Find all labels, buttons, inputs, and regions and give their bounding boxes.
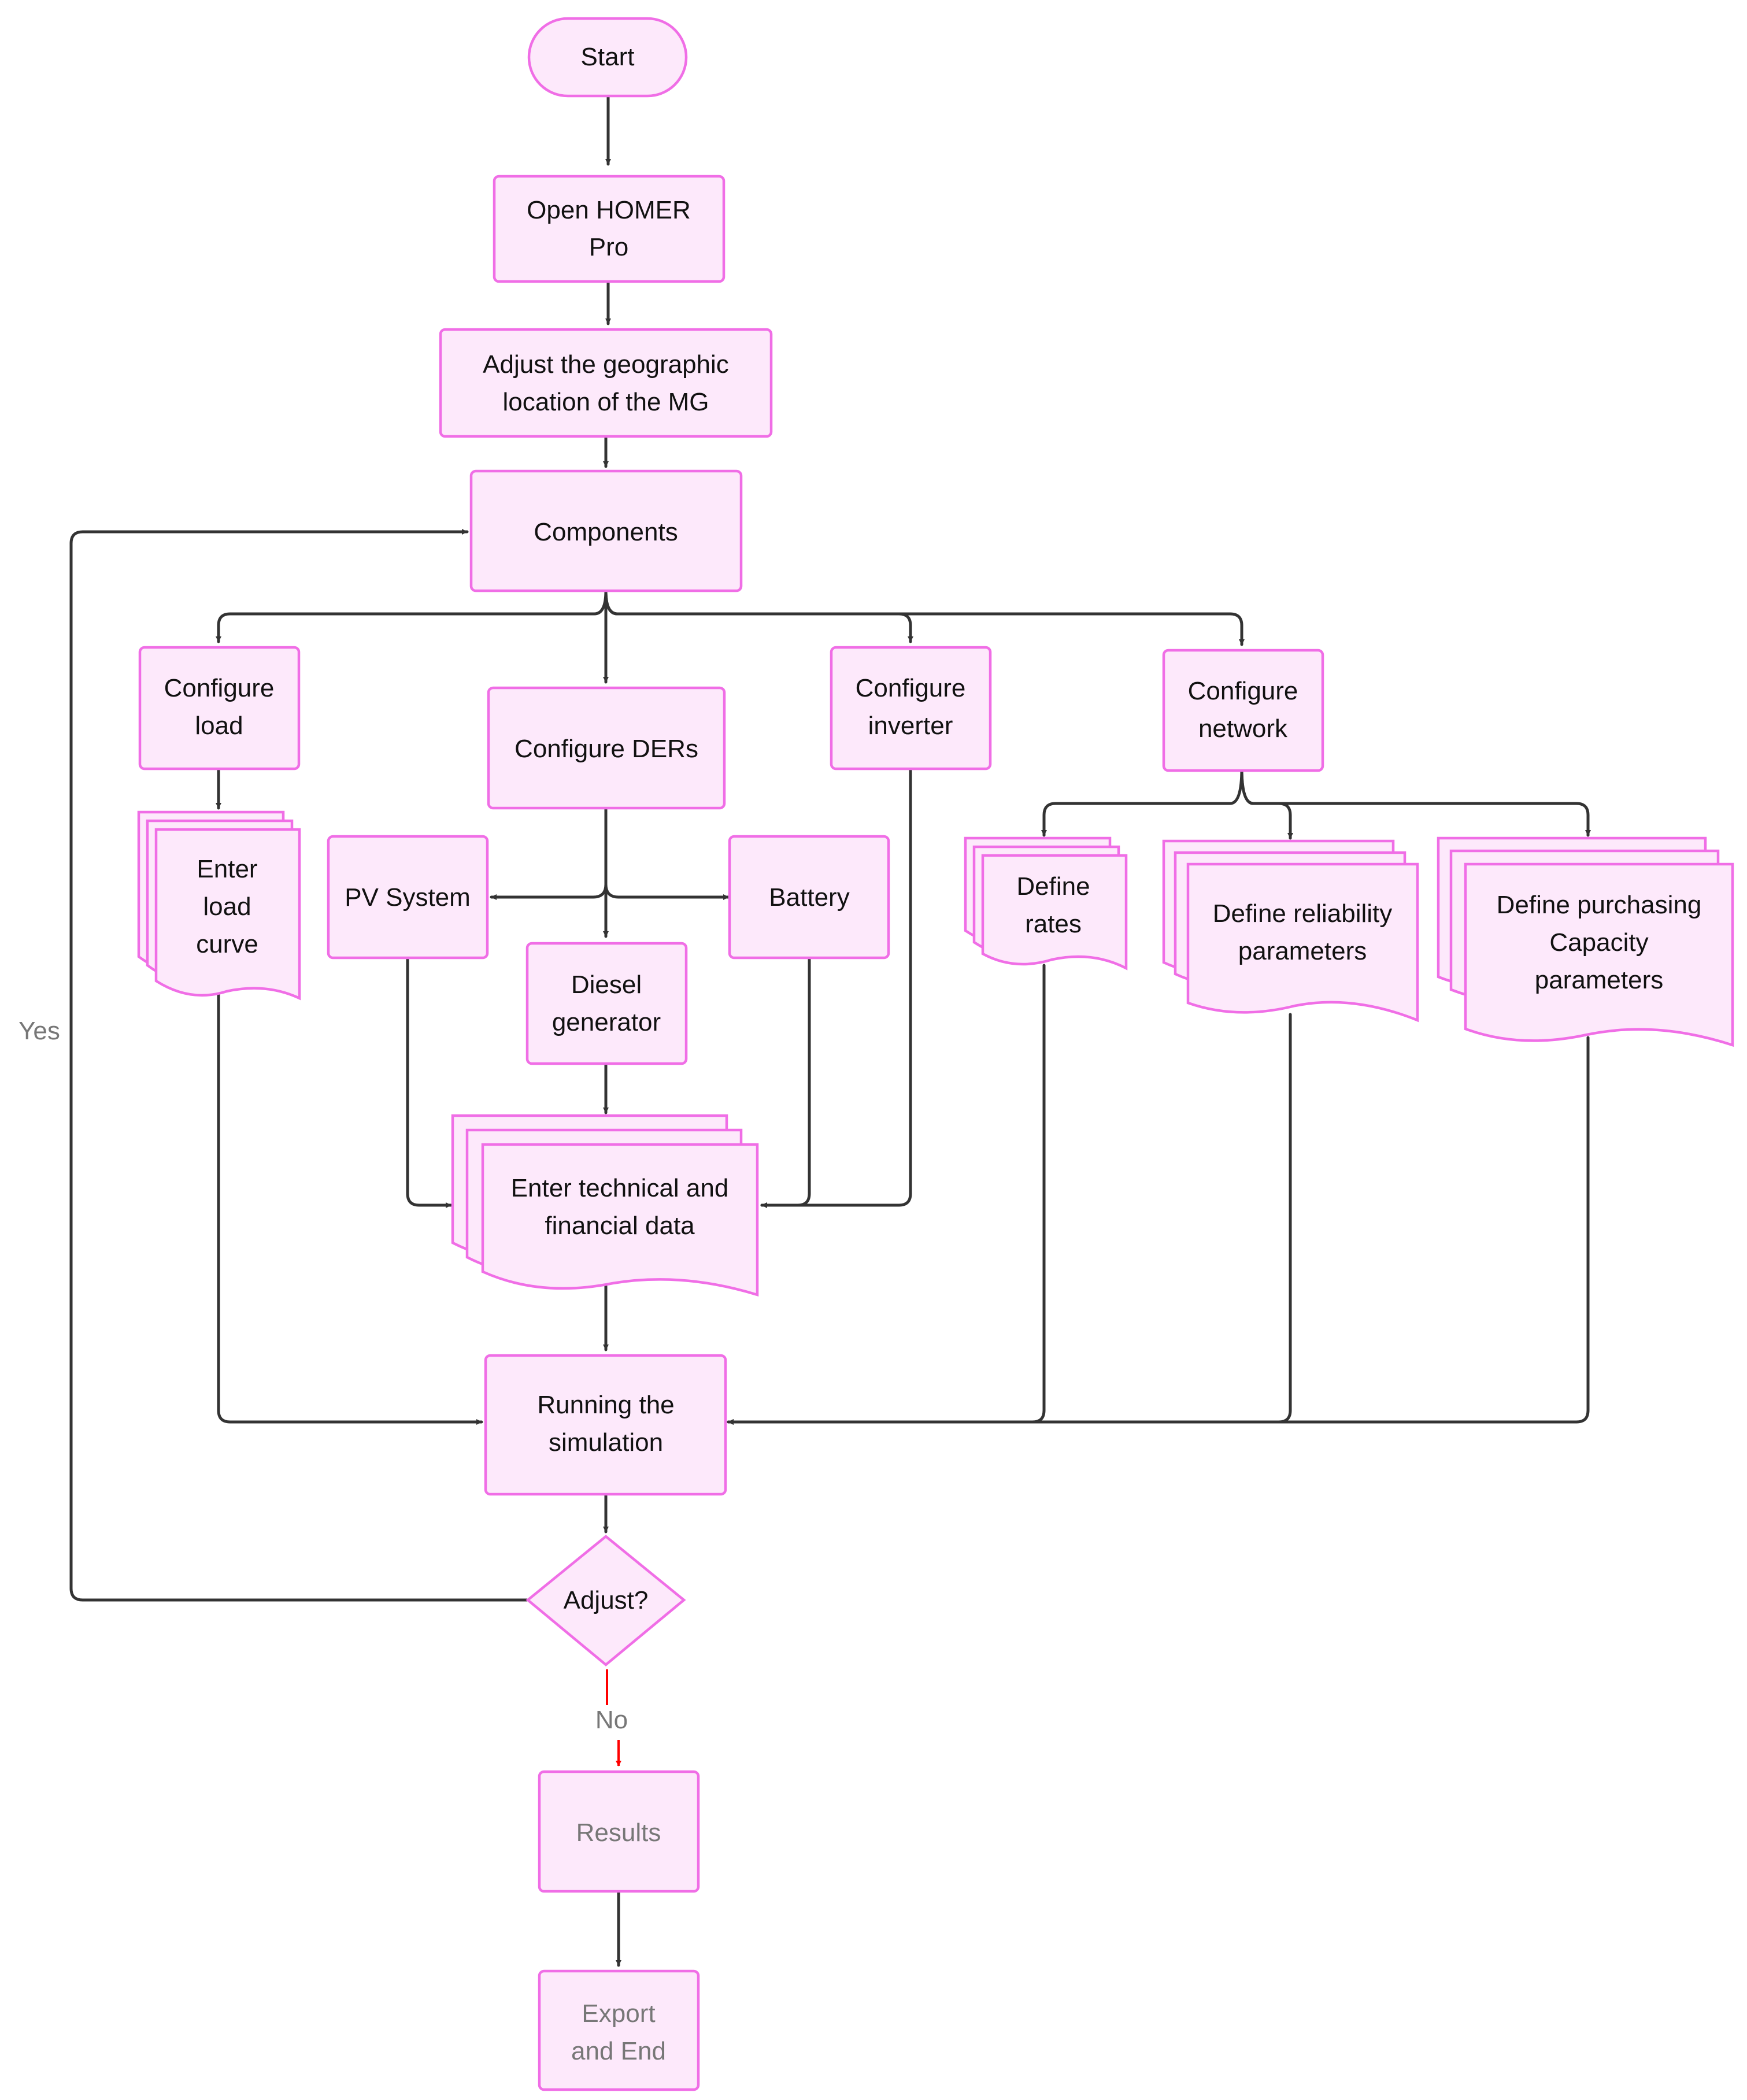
adjust-location-line-1: Adjust the geographic [483, 350, 729, 379]
running-simulation-node: Running the simulation [484, 1354, 727, 1496]
edge-components-inverter [604, 589, 913, 643]
define-rates-line-2: rates [1025, 910, 1082, 938]
running-simulation-line-2: simulation [549, 1428, 663, 1457]
results-label: Results [576, 1818, 661, 1847]
adjust-decision-node: Adjust? [525, 1535, 686, 1666]
define-rates-line-1: Define [1016, 872, 1090, 901]
edge-pv-techfin [406, 958, 453, 1208]
define-purchasing-node: Define purchasing Capacity parameters [1437, 836, 1734, 1047]
start-label: Start [581, 43, 635, 71]
edge-battery-techfin [760, 958, 811, 1208]
enter-tech-fin-line-2: financial data [545, 1212, 695, 1240]
define-purchasing-line-1: Define purchasing [1497, 891, 1702, 919]
running-simulation-line-1: Running the [537, 1391, 674, 1419]
configure-ders-label: Configure DERs [515, 735, 698, 763]
enter-load-curve-line-1: Enter [197, 855, 257, 883]
edge-components-load [216, 589, 608, 643]
define-purchasing-line-2: Capacity [1549, 928, 1648, 957]
enter-tech-fin-line-1: Enter technical and [511, 1174, 729, 1202]
adjust-location-line-2: location of the MG [502, 388, 709, 416]
components-node: Components [469, 469, 743, 592]
configure-ders-node: Configure DERs [487, 686, 726, 810]
define-rates-node: Define rates [964, 836, 1128, 971]
enter-tech-fin-node: Enter technical and financial data [451, 1114, 759, 1297]
results-node: Results [538, 1770, 700, 1893]
open-homer-line-2: Pro [589, 233, 628, 261]
enter-load-curve-node: Enter load curve [137, 810, 301, 1001]
define-reliability-node: Define reliability parameters [1162, 839, 1419, 1023]
configure-load-node: Configure load [138, 646, 301, 771]
export-end-node: Export and End [538, 1969, 700, 2091]
edge-adjust-yes-components [69, 529, 528, 1602]
configure-load-line-1: Configure [164, 674, 275, 702]
configure-network-node: Configure network [1162, 649, 1324, 772]
configure-network-line-2: network [1198, 714, 1288, 743]
export-end-line-1: Export [582, 1999, 655, 2028]
export-end-line-2: and End [571, 2037, 666, 2065]
edge-ders-pv [490, 806, 608, 900]
edge-label-yes: Yes [18, 1017, 60, 1045]
edge-ders-battery [604, 806, 730, 900]
edges [69, 95, 1591, 1967]
configure-inverter-node: Configure inverter [830, 646, 992, 771]
pv-system-node: PV System [327, 835, 489, 960]
battery-node: Battery [728, 835, 890, 960]
edge-reliability-running [727, 1013, 1292, 1425]
edge-label-no: No [595, 1706, 628, 1734]
edge-network-purchasing [1240, 767, 1591, 837]
diesel-line-2: generator [552, 1008, 661, 1036]
pv-system-label: PV System [345, 883, 471, 912]
adjust-location-node: Adjust the geographic location of the MG [439, 328, 773, 438]
define-reliability-line-2: parameters [1238, 937, 1367, 965]
edge-inverter-techfin [760, 767, 912, 1208]
edge-purchasing-running [727, 1036, 1590, 1425]
enter-load-curve-line-3: curve [196, 930, 258, 958]
battery-label: Battery [769, 883, 849, 912]
adjust-decision-label: Adjust? [564, 1586, 649, 1614]
edge-loadcurve-running [217, 990, 483, 1425]
enter-load-curve-line-2: load [203, 892, 251, 921]
configure-inverter-line-2: inverter [868, 712, 953, 740]
define-purchasing-line-3: parameters [1535, 966, 1664, 994]
open-homer-node: Open HOMER Pro [493, 175, 726, 283]
edge-network-rates [1041, 767, 1243, 837]
diesel-line-1: Diesel [571, 971, 642, 999]
components-label: Components [534, 518, 678, 546]
edge-components-network [604, 589, 1245, 646]
edge-rates-running [727, 964, 1046, 1425]
open-homer-line-1: Open HOMER [527, 196, 691, 224]
diesel-generator-node: Diesel generator [525, 942, 688, 1065]
start-node: Start [527, 17, 688, 98]
configure-load-line-2: load [195, 712, 243, 740]
define-reliability-line-1: Define reliability [1213, 899, 1393, 928]
configure-inverter-line-1: Configure [856, 674, 966, 702]
configure-network-line-1: Configure [1188, 677, 1298, 705]
